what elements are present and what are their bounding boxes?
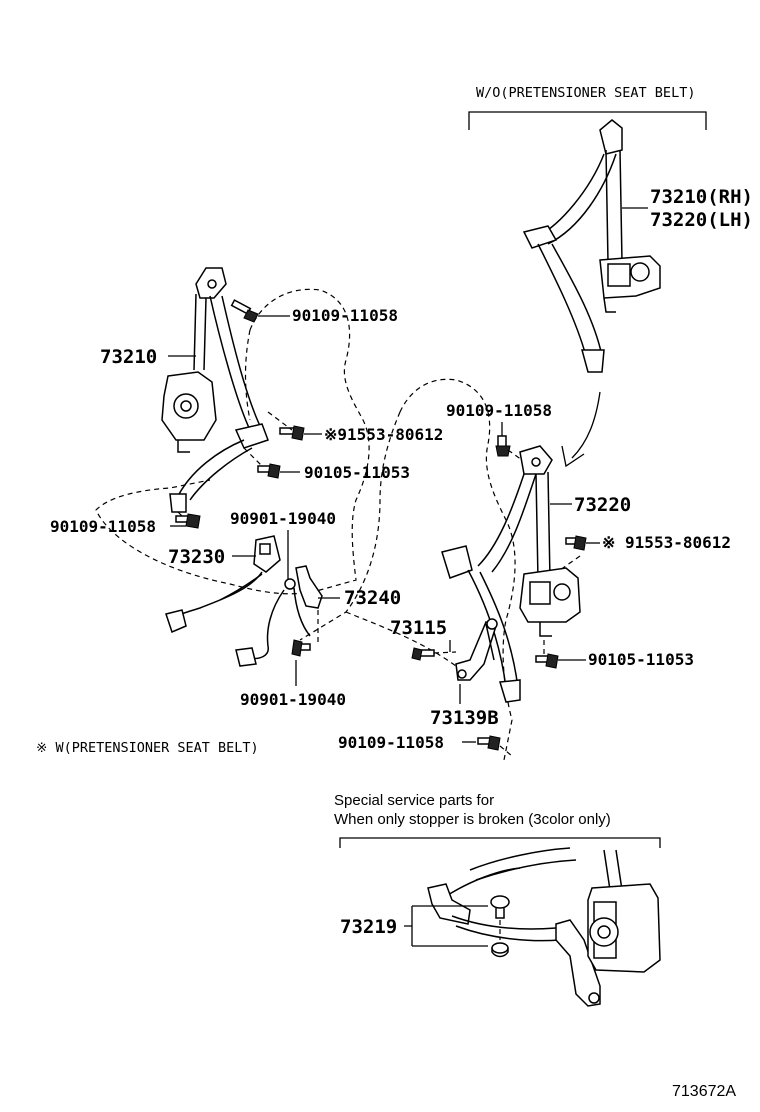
bolt-73115-icon	[411, 647, 435, 661]
seat-belt-assembly-wo-drawing	[522, 119, 661, 373]
callout-90901-a: 90901-19040	[230, 509, 336, 528]
bolt-90109-d-icon	[477, 735, 501, 751]
callout-73219: 73219	[340, 916, 397, 938]
buckle-73230-drawing	[165, 535, 281, 634]
bolt-90109-c-icon	[495, 435, 511, 457]
callout-73240: 73240	[344, 587, 401, 609]
stopper-assembly-drawing	[427, 847, 661, 1007]
stopper-rivet-icon	[490, 895, 510, 919]
callout-90105-b: 90105-11053	[588, 650, 694, 669]
callout-73210-rh: 73210(RH)	[650, 186, 753, 208]
variant-without-caption: W/O(PRETENSIONER SEAT BELT)	[476, 85, 695, 101]
callout-73230: 73230	[168, 546, 225, 568]
lh-seat-outline	[299, 378, 516, 761]
lh-seat-group: 90109-11058 73220 ※	[299, 378, 731, 761]
callout-90109-a: 90109-11058	[292, 306, 398, 325]
bolt-91553-b-icon	[565, 535, 587, 551]
stay-73240-drawing	[235, 565, 323, 667]
note-special-line2: When only stopper is broken (3color only…	[334, 811, 611, 828]
bolt-90105-a-icon	[257, 463, 281, 479]
special-bracket	[339, 837, 661, 848]
callout-90105-a: 90105-11053	[304, 463, 410, 482]
note-special-line1: Special service parts for	[334, 792, 494, 809]
variant-bracket	[468, 111, 707, 130]
callout-73210: 73210	[100, 346, 157, 368]
callout-73220: 73220	[574, 494, 631, 516]
rh-seat-belt-drawing	[161, 267, 269, 513]
callout-73115: 73115	[390, 617, 447, 639]
leader-73219	[404, 905, 488, 947]
anchor-73139b-drawing	[455, 618, 498, 681]
callout-73220-lh: 73220(LH)	[650, 209, 753, 231]
callout-73139b: 73139B	[430, 707, 499, 729]
callout-90109-b: 90109-11058	[50, 517, 156, 536]
callout-91553-a: ※91553-80612	[324, 425, 443, 444]
callout-91553-b: ※ 91553-80612	[602, 533, 731, 552]
without-pretensioner-group: W/O(PRETENSIONER SEAT BELT) 73210(RH) 73…	[468, 85, 753, 468]
transition-arrow	[571, 391, 601, 459]
callout-90901-b: 90901-19040	[240, 690, 346, 709]
arrow-head-icon	[561, 445, 585, 468]
rh-seat-group: 73210 90109-11058 ※91553-80612 90105-110…	[50, 267, 443, 709]
bolt-90109-b-icon	[175, 513, 201, 529]
bolt-90105-b-icon	[535, 653, 559, 669]
bolt-90901-b-icon	[291, 639, 311, 657]
rh-seat-outline	[95, 288, 370, 595]
bolt-90109-a-icon	[230, 299, 259, 323]
stopper-washer-icon	[491, 942, 509, 958]
bolt-91553-a-icon	[279, 425, 305, 441]
note-with-pretensioner: ※ W(PRETENSIONER SEAT BELT)	[36, 740, 259, 756]
callout-90109-d: 90109-11058	[338, 733, 444, 752]
figure-number: 713672A	[672, 1083, 736, 1100]
callout-90109-c: 90109-11058	[446, 401, 552, 420]
